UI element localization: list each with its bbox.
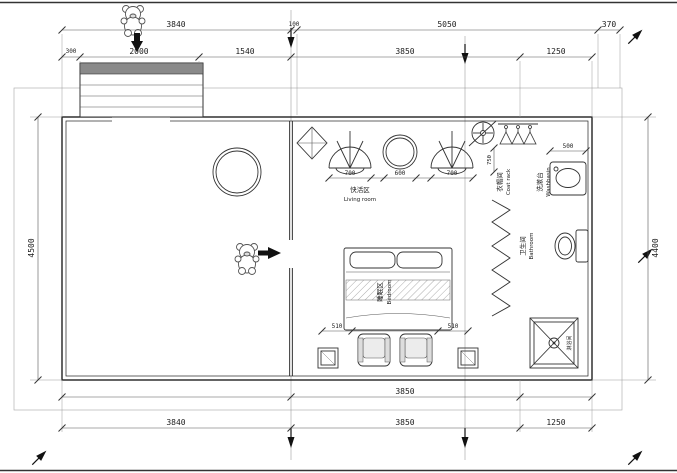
bathroom-label-cn: 卫生间 xyxy=(518,236,527,256)
blanket xyxy=(345,279,451,301)
bear-icon xyxy=(120,5,146,37)
building-walls xyxy=(61,115,593,381)
side-table xyxy=(317,347,339,369)
deck-room xyxy=(212,147,262,197)
toilet xyxy=(554,229,589,263)
washbasin-label-en: Washbasin xyxy=(546,167,552,197)
pillow xyxy=(349,251,396,269)
dim-chain-top-1: 3840 100 5050 370 xyxy=(58,20,624,34)
dim-right: 4400 xyxy=(651,238,660,257)
fan-chair xyxy=(430,130,474,175)
washbasin-label-cn: 洗漱台 xyxy=(535,172,544,192)
bathroom-area: 卫生间 Bathroom 淋浴间 xyxy=(491,199,589,369)
dim-chain-bottom-1: 3850 xyxy=(58,387,596,401)
hanger-icon xyxy=(511,125,525,145)
living-furniture-dims: 700 600 700 xyxy=(325,170,477,182)
entry-arrow-icon xyxy=(268,247,281,259)
dim-top2-1: 2000 xyxy=(129,47,148,56)
round-table xyxy=(382,134,418,170)
extension-lines xyxy=(30,34,656,432)
bed xyxy=(343,247,453,331)
axis-arrow-icon xyxy=(460,43,470,65)
dim-basin: 500 xyxy=(563,143,574,150)
dim-chain-right: 4400 xyxy=(644,113,660,384)
shower-label-cn: 淋浴间 xyxy=(566,335,573,350)
axis-arrow-icon xyxy=(460,427,470,449)
screen-panel xyxy=(296,126,328,160)
dim-left: 4500 xyxy=(27,238,36,257)
dim-top2-0: 300 xyxy=(66,48,77,55)
entry-marker-top xyxy=(120,5,146,52)
dim-top2-3: 3850 xyxy=(395,47,414,56)
coatrack-label-cn: 衣帽间 xyxy=(495,172,504,192)
pillow xyxy=(396,251,443,269)
dim-bottom2-0: 3840 xyxy=(166,418,185,427)
armchair xyxy=(357,333,391,367)
side-table xyxy=(457,347,479,369)
fan-chair xyxy=(328,130,372,175)
fan-icon xyxy=(468,120,497,147)
dim-rack: 750 xyxy=(487,155,493,165)
axis-arrow-icon xyxy=(286,27,296,49)
bedroom-label-cn: 睡眠区 xyxy=(376,282,384,302)
dim-top1-0: 3840 xyxy=(166,20,185,29)
entry-arrow-icon xyxy=(131,41,143,52)
door-opening xyxy=(112,115,170,123)
dim-top1-2: 5050 xyxy=(437,20,456,29)
hanger-icon xyxy=(523,125,537,145)
dim-sofa-right: 700 xyxy=(447,170,458,177)
round-table xyxy=(212,147,262,197)
living-room: 700 600 700 快活区 Living room 750 xyxy=(296,120,538,203)
shower-stall: 淋浴间 xyxy=(529,317,579,369)
armchair xyxy=(399,333,433,367)
zigzag-partition xyxy=(491,199,511,317)
dim-top2-2: 1540 xyxy=(235,47,254,56)
dim-top2-4: 1250 xyxy=(546,47,565,56)
north-arrow-icon xyxy=(625,26,646,47)
bedroom-area: 睡眠区 Bedroom 510 510 xyxy=(317,247,479,369)
dim-table: 600 xyxy=(395,170,406,177)
coatrack-label-en: Coat rack xyxy=(506,168,512,195)
drain-icon xyxy=(548,337,560,349)
living-room-label-en: Living room xyxy=(344,197,376,203)
dim-chain-bottom-2: 3840 3850 1250 xyxy=(58,418,596,432)
hanger-icon xyxy=(499,125,513,145)
entry-stairs xyxy=(79,62,204,118)
dim-chain-left: 4500 xyxy=(27,113,42,384)
site-boundary xyxy=(13,87,623,411)
north-arrow-icon xyxy=(29,447,50,468)
dim-top1-1: 100 xyxy=(289,21,300,28)
dim-seat-right: 510 xyxy=(448,323,459,330)
dim-sofa-left: 700 xyxy=(345,170,356,177)
bedroom-seat-dims: 510 510 xyxy=(318,323,472,335)
north-arrow-icon xyxy=(625,447,646,468)
dim-top1-3: 370 xyxy=(602,20,617,29)
bathroom-label-en: Bathroom xyxy=(529,232,535,259)
dim-seat-left: 510 xyxy=(332,323,343,330)
dim-bottom1-0: 3850 xyxy=(395,387,414,396)
dim-bottom2-1: 3850 xyxy=(395,418,414,427)
entry-marker-room xyxy=(234,243,281,275)
washbasin xyxy=(549,161,587,196)
washbasin-area: 500 洗漱台 Washbasin xyxy=(535,143,590,197)
dim-bottom2-2: 1250 xyxy=(546,418,565,427)
coat-rack: 750 衣帽间 Coat rack xyxy=(487,123,538,195)
door-opening xyxy=(286,240,295,268)
axis-lines xyxy=(286,10,470,460)
living-room-label-cn: 快活区 xyxy=(350,185,370,194)
dim-chain-top-2: 300 2000 1540 3850 1250 xyxy=(58,47,596,61)
bear-icon xyxy=(234,243,260,275)
bedroom-label-en: Bedroom xyxy=(387,280,393,305)
